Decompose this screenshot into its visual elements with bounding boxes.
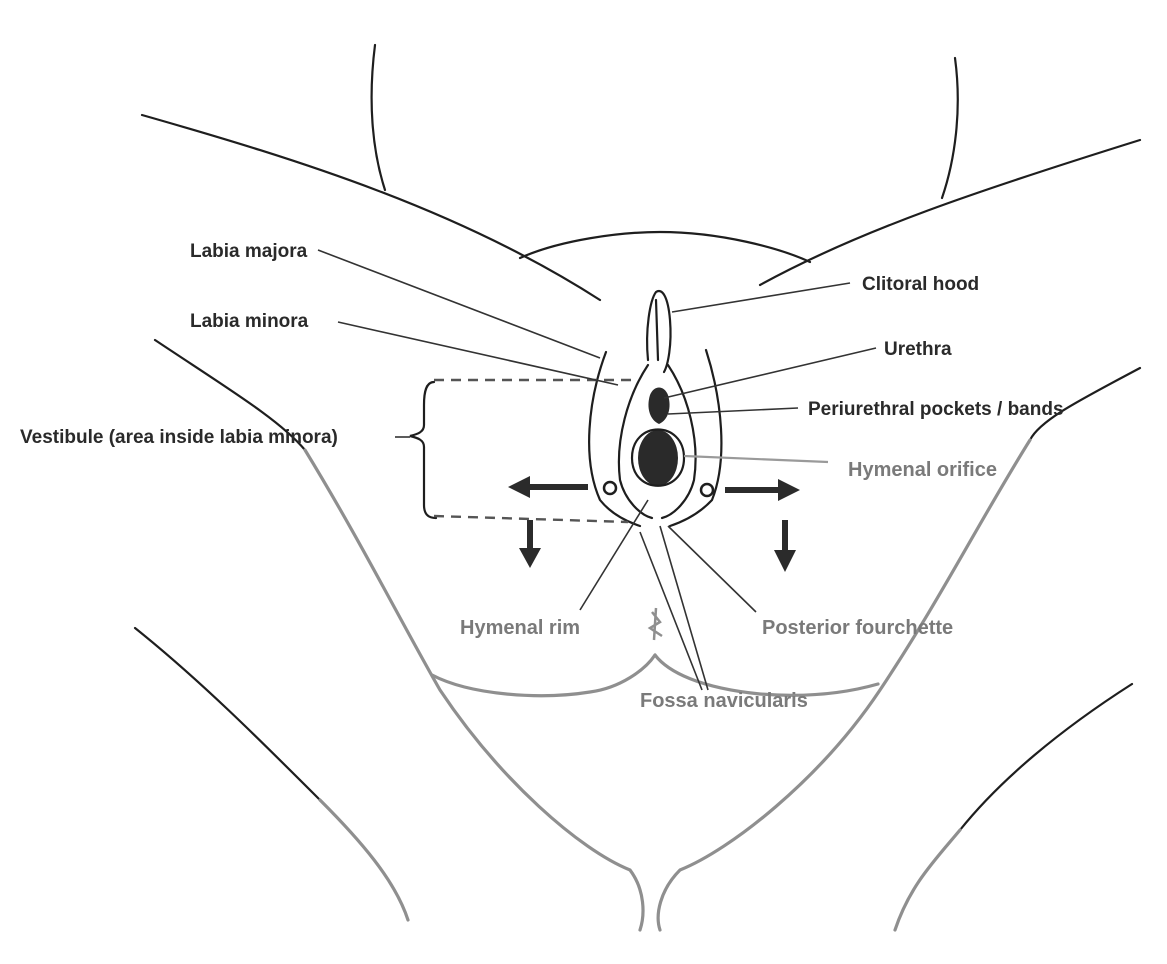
right-down-arrowhead (774, 550, 796, 572)
left-gland-dot (604, 482, 616, 494)
vestibule-brace (410, 382, 436, 518)
hymenal-orifice-shape (638, 430, 678, 486)
urethra-leader (664, 348, 876, 398)
clitoral-hood-leader (672, 283, 850, 312)
anus-mark (650, 608, 662, 640)
label-posterior-fourchette: Posterior fourchette (762, 617, 953, 639)
label-fossa-navicularis: Fossa navicularis (640, 690, 808, 712)
vulva (589, 291, 721, 640)
left-thigh-top-line (372, 45, 385, 190)
mons-curve (520, 232, 810, 262)
left-groin-curve (142, 115, 600, 300)
labia-minora-leader (338, 322, 618, 385)
clitoral-hood-inner (656, 300, 658, 360)
label-hymenal-orifice: Hymenal orifice (848, 459, 997, 481)
label-urethra: Urethra (884, 339, 952, 360)
urethra-tissue (648, 388, 669, 425)
right-outer-leg-lower (895, 830, 960, 930)
hymenal-rim-leader (580, 500, 648, 610)
labia-majora-leader (318, 250, 600, 358)
vestibule-bracket (410, 380, 632, 522)
label-vestibule: Vestibule (area inside labia minora) (20, 427, 338, 448)
fossa-navicularis-leader-2 (640, 532, 702, 690)
right-lateral-arrowhead (778, 479, 800, 501)
traction-arrows (508, 476, 800, 572)
body-outline (135, 45, 1140, 930)
left-outer-leg-lower (320, 800, 408, 920)
right-thigh-top-line (942, 58, 958, 198)
label-labia-majora: Labia majora (190, 241, 308, 262)
left-buttock-fold (432, 655, 655, 696)
right-gland-dot (701, 484, 713, 496)
right-groin-curve (760, 140, 1140, 285)
label-labia-minora: Labia minora (190, 311, 309, 332)
label-clitoral-hood: Clitoral hood (862, 274, 979, 295)
left-lateral-arrowhead (508, 476, 530, 498)
hymenal-orifice-leader (684, 456, 828, 462)
left-outer-leg (135, 628, 320, 800)
labels: Labia majora Labia minora Vestibule (are… (20, 241, 1064, 712)
left-down-arrowhead (519, 548, 541, 568)
label-hymenal-rim: Hymenal rim (460, 617, 580, 639)
label-periurethral: Periurethral pockets / bands (808, 399, 1064, 420)
labia-majora-left (589, 352, 640, 526)
right-outer-leg (960, 684, 1132, 830)
